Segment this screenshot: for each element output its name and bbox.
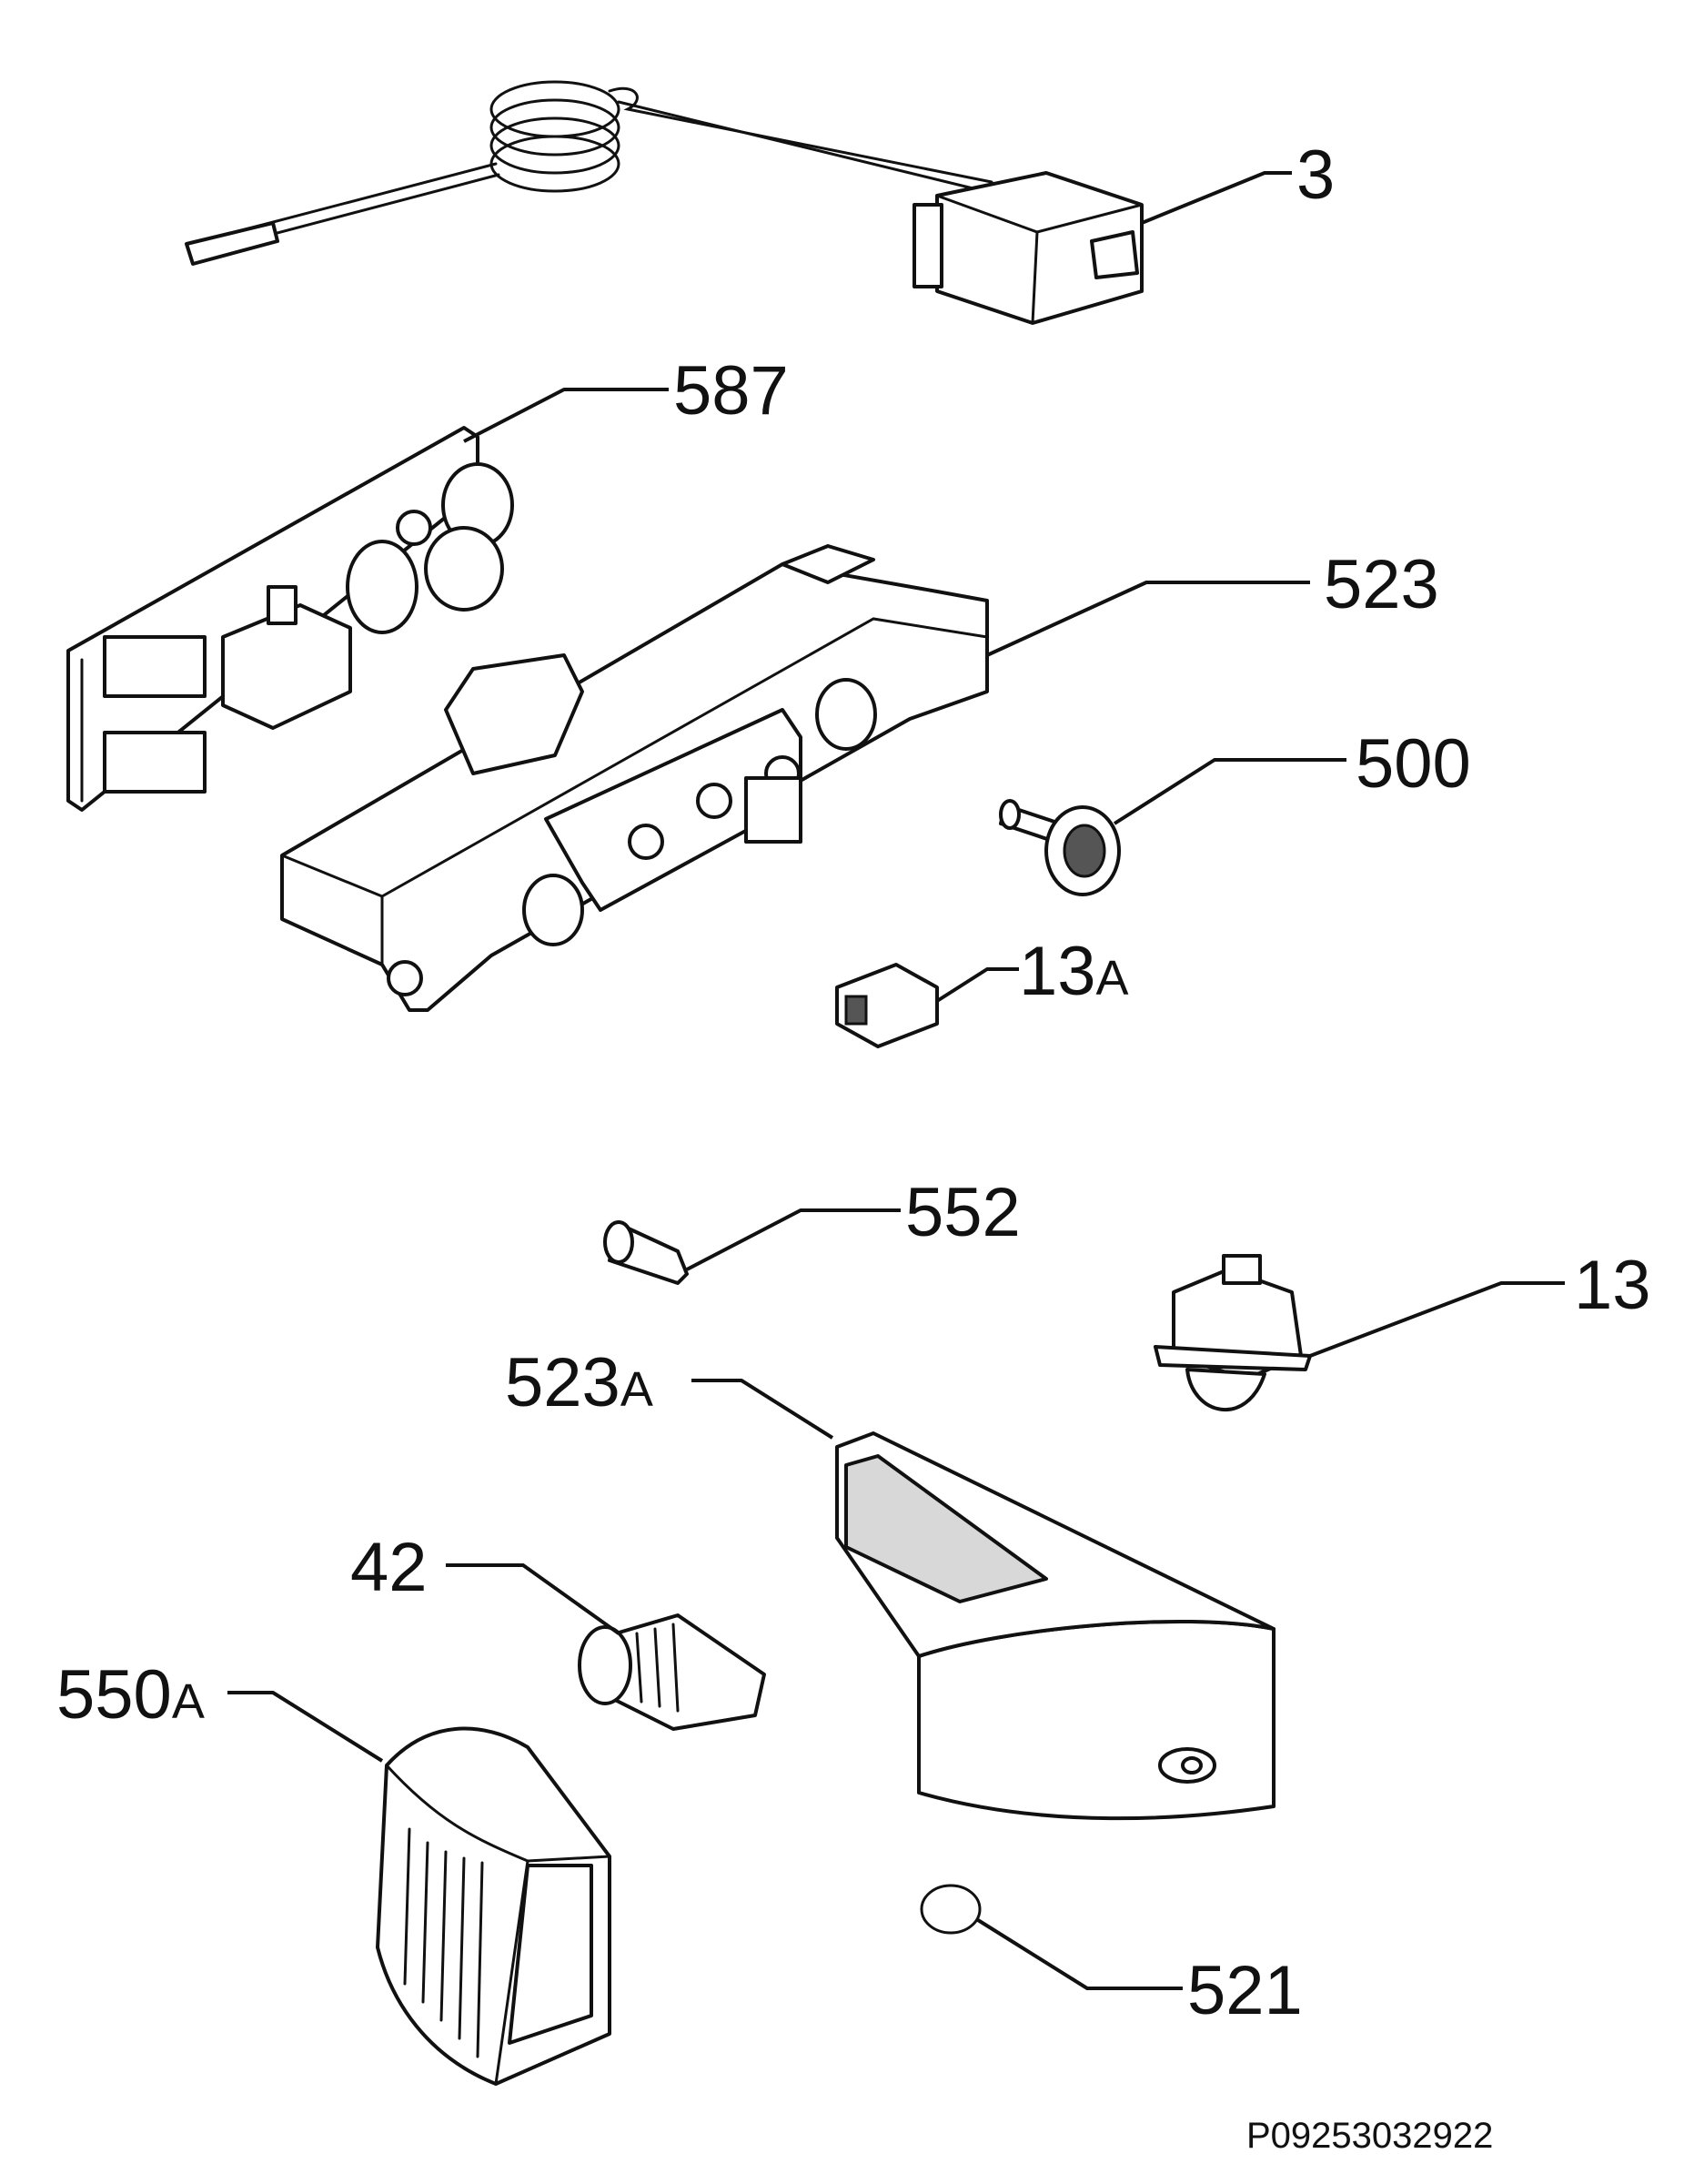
part-523a-front-cover: 523A xyxy=(505,1344,1276,1821)
part-42-lamp-holder: 42 xyxy=(350,1529,766,1731)
capacitor-4 xyxy=(396,510,432,546)
o-ring xyxy=(920,1884,982,1935)
capillary-bulb xyxy=(185,221,279,266)
capacitor-2 xyxy=(424,526,504,612)
door-switch-flange xyxy=(1154,1345,1312,1371)
switch-13a-terminal xyxy=(844,995,868,1026)
housing-socket-2 xyxy=(815,678,877,751)
board-relay-2 xyxy=(103,731,207,794)
capacitor-3 xyxy=(346,540,418,634)
part-550a-end-cap: 550A xyxy=(56,1656,611,2086)
label-550a: 550A xyxy=(56,1656,205,1734)
knob-grip xyxy=(1063,824,1106,878)
label-42: 42 xyxy=(350,1529,428,1606)
board-transformer xyxy=(221,603,352,730)
board-component xyxy=(267,585,297,625)
part-587-control-board: 587 xyxy=(66,352,789,812)
thermostat-body xyxy=(935,171,1144,325)
part-13-door-switch: 13 xyxy=(1154,1247,1651,1411)
part-500-knob: 500 xyxy=(999,725,1471,896)
part-3-thermostat: 3 xyxy=(185,80,1335,325)
drawing-reference: P09253032922 xyxy=(1246,2116,1493,2156)
part-523-control-housing: 523 xyxy=(280,544,1439,1012)
housing-screw xyxy=(387,960,423,996)
part-521-o-ring: 521 xyxy=(920,1884,1303,2029)
door-switch-plunger xyxy=(1222,1254,1262,1285)
lamp-base xyxy=(603,1220,634,1264)
label-552: 552 xyxy=(905,1174,1021,1251)
label-13: 13 xyxy=(1574,1247,1651,1324)
label-523: 523 xyxy=(1324,546,1439,623)
knob-shaft-end xyxy=(999,799,1021,830)
housing-switch-seat xyxy=(744,776,802,844)
cover-top-face xyxy=(835,1431,1276,1658)
cover-front-face xyxy=(917,1619,1276,1821)
housing-hole-1 xyxy=(628,824,664,860)
housing-socket-1 xyxy=(522,874,584,946)
lamp-holder-socket xyxy=(578,1625,632,1705)
end-cap-opening xyxy=(508,1864,593,2045)
housing-mount-tab xyxy=(781,544,875,584)
capillary-coil xyxy=(198,80,993,254)
label-500: 500 xyxy=(1356,725,1471,803)
housing-hole-2 xyxy=(696,783,732,819)
part-552-lamp: 552 xyxy=(603,1174,1021,1285)
cover-indicator-lens xyxy=(1181,1756,1203,1774)
housing-clip xyxy=(444,653,584,775)
thermostat-spindle xyxy=(1090,230,1139,279)
label-523a: 523A xyxy=(505,1344,653,1421)
board-relay-1 xyxy=(103,635,207,698)
switch-13a-body xyxy=(835,963,939,1048)
label-521: 521 xyxy=(1187,1952,1303,2029)
label-13a: 13A xyxy=(1019,933,1129,1010)
label-587: 587 xyxy=(673,352,789,430)
label-3: 3 xyxy=(1296,136,1335,214)
part-13a-switch: 13A xyxy=(835,933,1129,1048)
door-switch-button xyxy=(1185,1368,1266,1411)
thermostat-terminal xyxy=(913,203,943,288)
cover-window xyxy=(844,1454,1048,1603)
